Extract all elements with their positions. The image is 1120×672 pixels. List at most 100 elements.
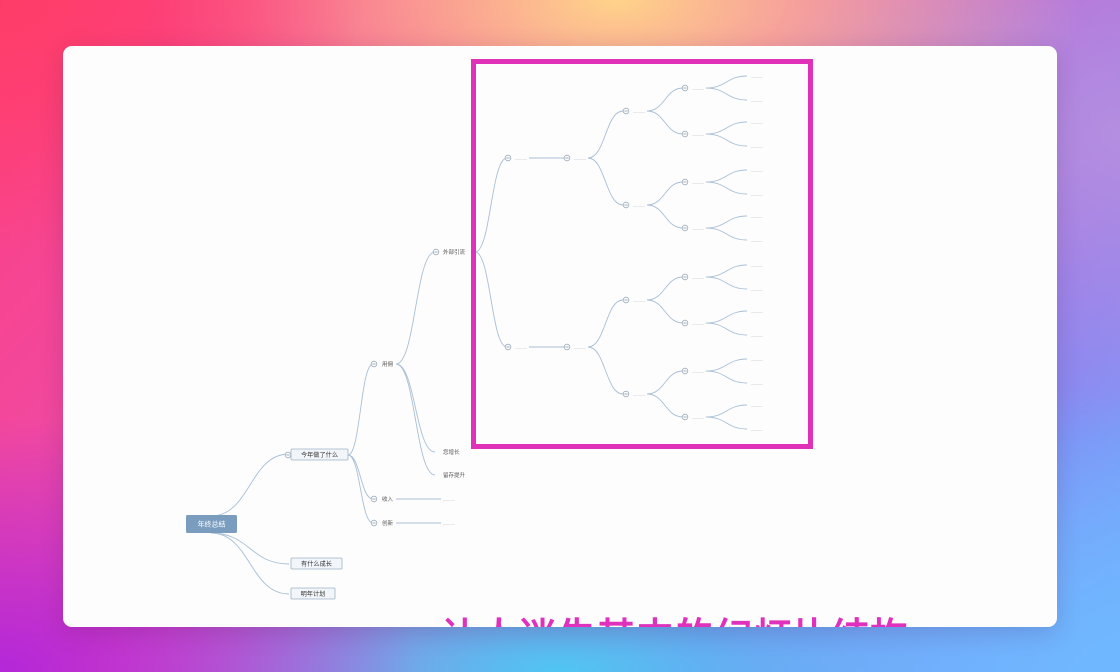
placeholder-node-label[interactable]: …… [751,356,763,363]
placeholder-node-label[interactable]: …… [751,380,763,387]
collapse-toggle-icon[interactable] [681,413,689,421]
collapse-toggle-icon[interactable] [563,154,571,162]
placeholder-node-label[interactable]: …… [751,143,763,150]
node-innovation[interactable]: 创新 [382,519,394,527]
connector-line [646,204,684,229]
caption-text: 让人迷失其中的幻灯片结构 [441,606,909,627]
slide-canvas: …… …… …… …… …… …… …… …… …… …… …… …… …… …… …… …… …… …… …… ……… [63,46,1057,627]
node-growth[interactable]: 您增长 [443,448,460,456]
branch-growth-label: 有什么成长 [301,560,332,568]
collapse-toggle-icon[interactable] [370,495,378,503]
connector-outside-lower [474,251,508,348]
placeholder-node-label[interactable]: …… [515,344,527,351]
connector-line [646,87,684,112]
placeholder-node-label[interactable]: …… [633,297,645,304]
placeholder-node-label[interactable]: …… [751,167,763,174]
connector-line [705,169,748,183]
placeholder-node-label[interactable]: …… [443,520,455,527]
placeholder-node-label[interactable]: …… [692,414,704,421]
placeholder-node-label[interactable]: …… [751,402,763,409]
collapse-toggle-icon[interactable] [681,273,689,281]
root-node-label: 年终总结 [198,520,226,529]
placeholder-node-label[interactable]: …… [751,237,763,244]
connector-line [705,404,748,418]
placeholder-node-label[interactable]: …… [692,131,704,138]
placeholder-node-label[interactable]: …… [443,496,455,503]
connector-line [646,393,684,418]
connector-root-main [210,453,290,517]
node-retention[interactable]: 留存提升 [443,471,466,479]
connector-yongyou-growth [395,363,436,453]
connector-main-innovation [347,454,374,524]
placeholder-node-label[interactable]: …… [692,225,704,232]
connector-main-yongyou [347,363,374,456]
placeholder-node-label[interactable]: …… [751,119,763,126]
collapse-toggle-icon[interactable] [284,451,292,459]
collapse-toggle-icon[interactable] [370,360,378,368]
placeholder-node-label[interactable]: …… [751,97,763,104]
placeholder-node-label[interactable]: …… [751,426,763,433]
connector-line [705,358,748,372]
connector-yongyou-retention [395,363,436,476]
collapse-toggle-icon[interactable] [681,224,689,232]
branch-plan-label: 明年计划 [301,590,326,598]
placeholder-node-label[interactable]: …… [751,213,763,220]
collapse-toggle-icon[interactable] [622,296,630,304]
placeholder-node-label[interactable]: …… [692,274,704,281]
branch-node-main[interactable]: 今年做了什么 [290,448,349,461]
connector-line [705,133,748,147]
connector-line [646,276,684,301]
collapse-toggle-icon[interactable] [370,519,378,527]
collapse-toggle-icon[interactable] [622,201,630,209]
highlight-frame [471,59,813,449]
placeholder-node-label[interactable]: …… [515,155,527,162]
collapse-toggle-icon[interactable] [504,343,512,351]
placeholder-node-label[interactable]: …… [751,73,763,80]
collapse-toggle-icon[interactable] [432,248,440,256]
connector-line [646,299,684,324]
node-income[interactable]: 收入 [382,495,394,503]
collapse-toggle-icon[interactable] [681,367,689,375]
placeholder-node-label[interactable]: …… [692,368,704,375]
connector-line [705,121,748,135]
connector-line [705,227,748,241]
mind-map-connectors [210,75,748,595]
connector-line [646,370,684,395]
placeholder-node-label[interactable]: …… [751,191,763,198]
placeholder-node-label[interactable]: …… [751,286,763,293]
node-yongyou[interactable]: 用佣 [382,360,394,368]
collapse-toggle-icon[interactable] [504,154,512,162]
connector-root-plan [210,532,290,595]
collapse-toggle-icon[interactable] [681,84,689,92]
connector-line [587,346,624,395]
collapse-toggle-icon[interactable] [681,319,689,327]
placeholder-node-label[interactable]: …… [751,308,763,315]
collapse-toggle-icon[interactable] [622,107,630,115]
placeholder-node-label[interactable]: …… [633,108,645,115]
root-node[interactable]: 年终总结 [186,515,237,533]
connector-line [705,416,748,430]
placeholder-node-label[interactable]: …… [633,202,645,209]
connector-outside-upper [474,157,508,253]
placeholder-node-label[interactable]: …… [751,262,763,269]
placeholder-node-label[interactable]: …… [751,332,763,339]
connector-line [705,310,748,324]
connector-root-growth [210,532,290,565]
connector-line [705,215,748,229]
placeholder-node-label[interactable]: …… [692,179,704,186]
collapse-toggle-icon[interactable] [681,178,689,186]
placeholder-node-label[interactable]: …… [574,155,586,162]
collapse-toggle-icon[interactable] [681,130,689,138]
placeholder-node-label[interactable]: …… [692,320,704,327]
placeholder-node-label[interactable]: …… [692,85,704,92]
connector-line [705,370,748,384]
connector-line [587,110,624,159]
branch-node-growth[interactable]: 有什么成长 [290,557,343,570]
placeholder-node-label[interactable]: …… [574,344,586,351]
collapse-toggle-icon[interactable] [622,390,630,398]
node-outside-traffic[interactable]: 外部引流 [443,248,466,256]
placeholder-node-label[interactable]: …… [633,391,645,398]
connector-line [587,157,624,206]
branch-node-plan[interactable]: 明年计划 [290,587,336,600]
collapse-toggle-icon[interactable] [563,343,571,351]
